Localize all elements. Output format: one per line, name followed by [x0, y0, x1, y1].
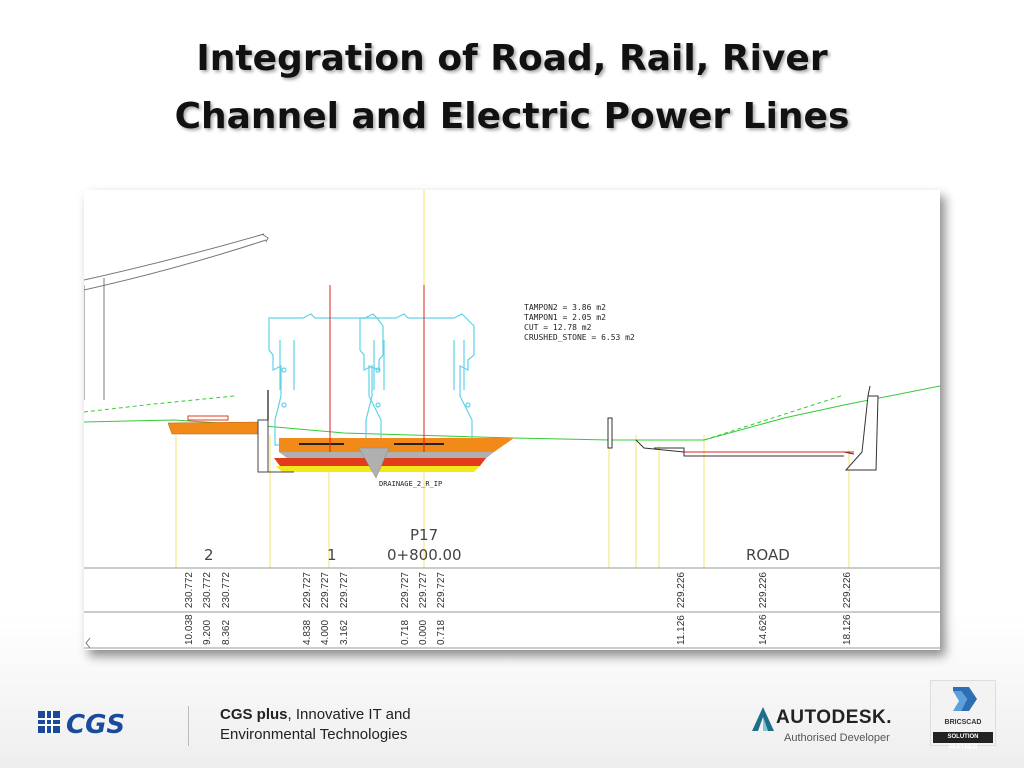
road-label: ROAD [746, 546, 790, 564]
autodesk-subtitle: Authorised Developer [784, 732, 890, 744]
bricscad-badge: BRICSCAD SOLUTION PARTNER [930, 680, 996, 751]
cgs-grid-icon [38, 711, 60, 733]
table-cell-offset: 18.126 [842, 614, 853, 645]
table-cell-offset: 0.718 [400, 620, 411, 645]
autodesk-logo: AUTODESK. Authorised Developer [752, 707, 892, 744]
profile-table: 10.038 230.772 9.200 230.772 8.362 230.772 4.8… [184, 572, 853, 645]
slide-title-line-1: Integration of Road, Rail, River [196, 38, 828, 79]
guide-lines [175, 190, 850, 568]
table-cell-offset: 8.362 [221, 620, 232, 645]
table-cell-offset: 14.626 [758, 614, 769, 645]
table-cell-elevation: 229.727 [320, 572, 331, 609]
table-cell-elevation: 229.727 [436, 572, 447, 609]
profile-label: P17 [410, 526, 438, 544]
area-crushed-stone: CRUSHED_STONE = 6.53 m2 [524, 333, 635, 342]
track-1-label: 1 [327, 546, 337, 564]
track-bed [274, 438, 514, 479]
table-cell-elevation: 229.226 [758, 572, 769, 609]
table-cell-offset: 11.126 [676, 615, 687, 645]
cgs-tagline-line-1: CGS plus, Innovative IT and [220, 705, 411, 725]
cgs-tagline-line-2: Environmental Technologies [220, 726, 408, 743]
table-cell-elevation: 229.727 [418, 572, 429, 609]
autodesk-name: AUTODESK. [776, 707, 893, 728]
table-cell-elevation: 230.772 [184, 572, 195, 609]
table-cell-elevation: 229.727 [400, 572, 411, 609]
bricscad-name: BRICSCAD [944, 719, 982, 726]
table-cell-offset: 0.718 [436, 620, 447, 645]
table-cell-elevation: 229.226 [842, 572, 853, 609]
road-section [635, 385, 879, 471]
area-cut: CUT = 12.78 m2 [524, 323, 592, 332]
table-cell-offset: 0.000 [418, 620, 429, 645]
track-2-label: 2 [204, 546, 214, 564]
cgs-logo-text: CGS [66, 710, 125, 740]
table-cell-elevation: 229.226 [676, 572, 687, 609]
area-quantities: TAMPON2 = 3.86 m2 TAMPON1 = 2.05 m2 CUT … [524, 303, 635, 342]
table-cell-offset: 9.200 [202, 620, 213, 645]
table-cell-offset: 10.038 [184, 614, 195, 645]
bricscad-partner-badge: SOLUTION PARTNER [933, 732, 993, 751]
left-embankment-structure [84, 233, 269, 400]
cgs-tagline-rest: , Innovative IT and [287, 706, 411, 723]
autodesk-a-icon [752, 707, 774, 731]
table-cell-elevation: 230.772 [221, 572, 232, 609]
track-axes [329, 285, 425, 452]
chainage-label: 0+800.00 [387, 546, 462, 564]
drainage-label: DRAINAGE_2_R_IP [379, 480, 442, 488]
profile-table-grid [84, 567, 940, 649]
cross-section-drawing: TAMPON2 = 3.86 m2 TAMPON1 = 2.05 m2 CUT … [84, 190, 940, 650]
scroll-left-icon[interactable] [85, 637, 91, 649]
table-cell-elevation: 229.727 [339, 572, 350, 609]
slide-title: Integration of Road, Rail, River Channel… [0, 30, 1024, 146]
cgs-tagline: CGS plus, Innovative IT and Environmenta… [220, 705, 411, 745]
area-tampon1: TAMPON1 = 2.05 m2 [524, 313, 606, 322]
slide-title-line-2: Channel and Electric Power Lines [174, 96, 850, 137]
cgs-company-name: CGS plus [220, 706, 288, 723]
table-cell-elevation: 230.772 [202, 572, 213, 609]
footer-divider [188, 706, 189, 746]
catenary-gauges [268, 313, 475, 446]
station-labels: 2 1 P17 0+800.00 ROAD [204, 526, 790, 564]
power-pole [607, 417, 613, 449]
table-cell-offset: 4.000 [320, 620, 331, 645]
cross-section-svg: TAMPON2 = 3.86 m2 TAMPON1 = 2.05 m2 CUT … [84, 190, 940, 649]
bricscad-logo-icon [953, 687, 977, 711]
table-cell-offset: 4.838 [302, 620, 313, 645]
left-platform [167, 390, 294, 473]
table-cell-elevation: 229.727 [302, 572, 313, 609]
cgs-logo: CGS [36, 705, 166, 746]
table-cell-offset: 3.162 [339, 620, 350, 645]
area-tampon2: TAMPON2 = 3.86 m2 [524, 303, 606, 312]
